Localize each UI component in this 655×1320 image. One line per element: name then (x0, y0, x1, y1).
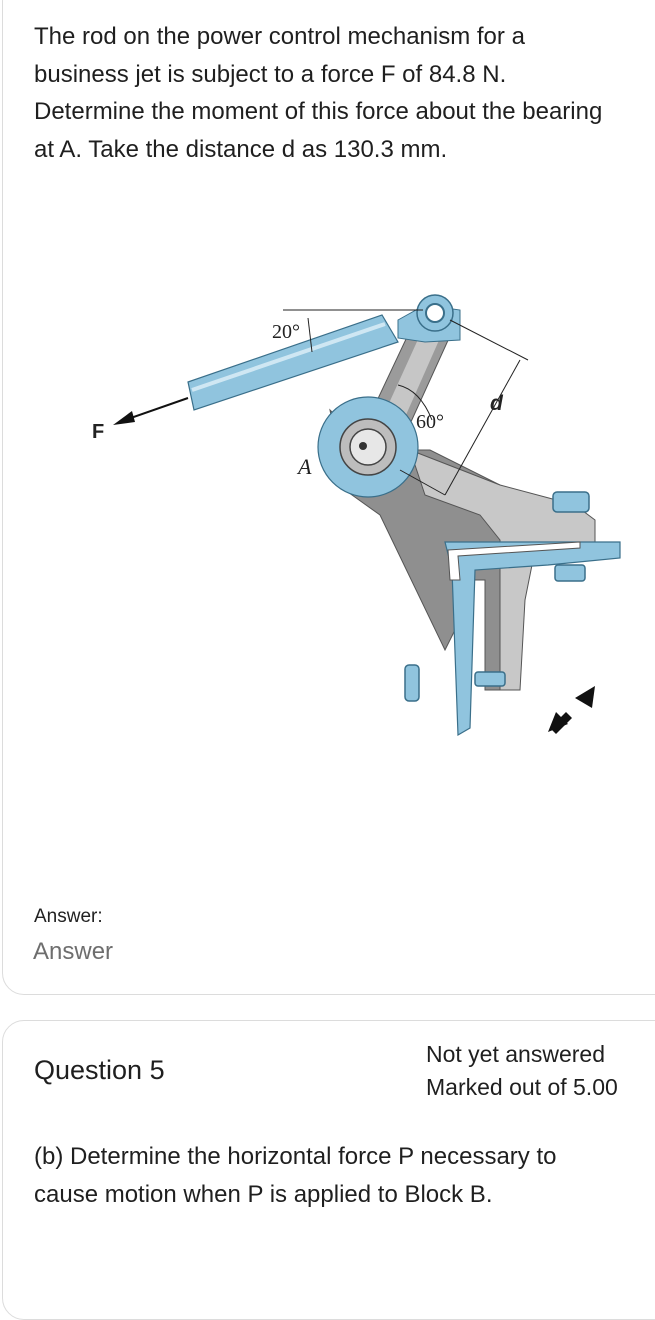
label-distance-d: d (490, 392, 504, 415)
bolt-bottom (554, 564, 586, 582)
force-arrow-line (124, 397, 189, 421)
angle-60-arc (397, 384, 433, 421)
angle-bracket (444, 541, 621, 737)
angle-20-arc (307, 317, 313, 353)
mechanism-diagram: 20° 60° d A F (92, 294, 621, 737)
resize-icon-upper (575, 686, 595, 708)
question-number: Question 5 (34, 1055, 165, 1085)
top-pin-hole (425, 303, 445, 323)
force-arrowhead (113, 411, 135, 425)
resize-icon-tip (548, 712, 568, 732)
bearing-a-hub (349, 428, 387, 466)
question-status: Not yet answered Marked out of 5.00 (426, 1038, 618, 1104)
bolt-left (404, 664, 420, 702)
status-marks: Marked out of 5.00 (426, 1074, 618, 1100)
mechanism-figure: 20° 60° d A F (80, 280, 640, 750)
label-force-f: F (92, 421, 104, 443)
question-5-text: (b) Determine the horizontal force P nec… (34, 1143, 557, 1208)
bearing-a-center (359, 442, 367, 450)
bolt-top (552, 491, 590, 513)
label-angle-60: 60° (416, 411, 444, 433)
answer-label: Answer: (34, 906, 103, 927)
bracket-slot (447, 541, 581, 581)
label-angle-20: 20° (272, 321, 300, 343)
d-extension-bottom (399, 469, 446, 496)
d-dimension-line (444, 359, 521, 496)
label-point-a: A (296, 454, 312, 479)
rod-shine (191, 322, 386, 392)
bolt-right (474, 671, 506, 687)
status-answered: Not yet answered (426, 1041, 605, 1067)
answer-input[interactable] (33, 936, 433, 968)
question-text: The rod on the power control mechanism f… (34, 23, 603, 163)
d-extension-top (449, 319, 529, 361)
